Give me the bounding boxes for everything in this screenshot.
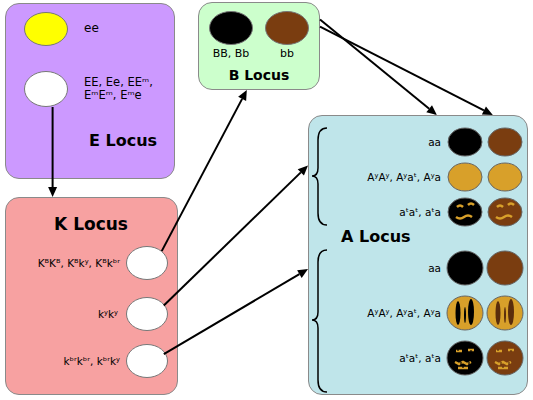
genotype-label: AʸAʸ, Aʸaᵗ, Aʸa bbox=[321, 171, 441, 183]
arrow-head bbox=[297, 269, 308, 278]
genotype-circle: ee bbox=[24, 12, 68, 46]
arrow-head bbox=[298, 165, 308, 175]
arrow-connector bbox=[164, 269, 308, 354]
connector-line bbox=[164, 274, 300, 354]
circle-outline bbox=[265, 11, 309, 45]
genotype-label: EE, Ee, EEᵐ, EᵐEᵐ, Eᵐe bbox=[84, 76, 176, 102]
genotype-circle: EE, Ee, EEᵐ, EᵐEᵐ, Eᵐe bbox=[24, 71, 68, 107]
connector-line bbox=[52, 107, 54, 187]
genotype-label: bb bbox=[280, 48, 294, 61]
genotype-label: aᵗaᵗ, aᵗa bbox=[321, 352, 441, 364]
connector-line bbox=[320, 20, 429, 109]
genotype-label: aa bbox=[321, 136, 441, 148]
connector-line bbox=[162, 99, 242, 251]
arrow-head bbox=[426, 105, 437, 115]
locus-box: K LocusKᴮKᴮ, Kᴮkʸ, Kᴮkᵇʳ kʸkʸ kᵇʳkᵇʳ, kᵇʳk… bbox=[5, 197, 178, 395]
genotype-circle: kᵇʳkᵇʳ, kᵇʳkʸ bbox=[126, 344, 168, 378]
connector-line bbox=[320, 27, 484, 111]
locus-title: E Locus bbox=[74, 132, 172, 150]
locus-box: E Locus eeEE, Ee, EEᵐ, EᵐEᵐ, Eᵐe bbox=[5, 3, 175, 179]
arrow-connector bbox=[164, 165, 308, 305]
genotype-circle: KᴮKᴮ, Kᴮkʸ, Kᴮkᵇʳ bbox=[126, 246, 168, 280]
locus-box: B Locus BB, Bb bb bbox=[198, 2, 320, 90]
genotype-label: AʸAʸ, Aʸaᵗ, Aʸa bbox=[321, 307, 441, 319]
circle-outline bbox=[24, 71, 68, 107]
circle-outline bbox=[209, 11, 253, 45]
arrow-connector bbox=[162, 90, 247, 251]
arrow-connector bbox=[320, 27, 493, 115]
arrow-head bbox=[238, 90, 247, 101]
genotype-label: kʸkʸ bbox=[98, 308, 118, 320]
genotype-circle: kʸkʸ bbox=[126, 297, 168, 331]
connector-line bbox=[164, 172, 301, 305]
circle-outline bbox=[126, 344, 168, 378]
locus-title: A Locus bbox=[341, 228, 441, 246]
genotype-label: aᵗaᵗ, aᵗa bbox=[321, 206, 441, 218]
arrow-head bbox=[48, 187, 57, 197]
arrow-head bbox=[482, 106, 493, 115]
arrow-connector bbox=[320, 20, 437, 115]
genotype-label: kᵇʳkᵇʳ, kᵇʳkʸ bbox=[63, 355, 120, 367]
circle-outline bbox=[126, 246, 168, 280]
locus-title: B Locus bbox=[199, 67, 319, 83]
locus-title: K Locus bbox=[21, 215, 161, 235]
genotype-label: BB, Bb bbox=[213, 48, 250, 61]
genotype-label: ee bbox=[84, 22, 164, 36]
genotype-label: KᴮKᴮ, Kᴮkʸ, Kᴮkᵇʳ bbox=[38, 257, 120, 269]
circle-outline bbox=[24, 12, 68, 46]
genotype-circle: bb bbox=[265, 11, 309, 45]
genotype-circle: BB, Bb bbox=[209, 11, 253, 45]
circle-outline bbox=[126, 297, 168, 331]
locus-box: aaAʸAʸ, Aʸaᵗ, Aʸaaᵗaᵗ, aᵗaA LocusaaAʸAʸ,… bbox=[308, 115, 528, 395]
genotype-label: aa bbox=[321, 262, 441, 274]
arrow-connector bbox=[48, 107, 57, 197]
